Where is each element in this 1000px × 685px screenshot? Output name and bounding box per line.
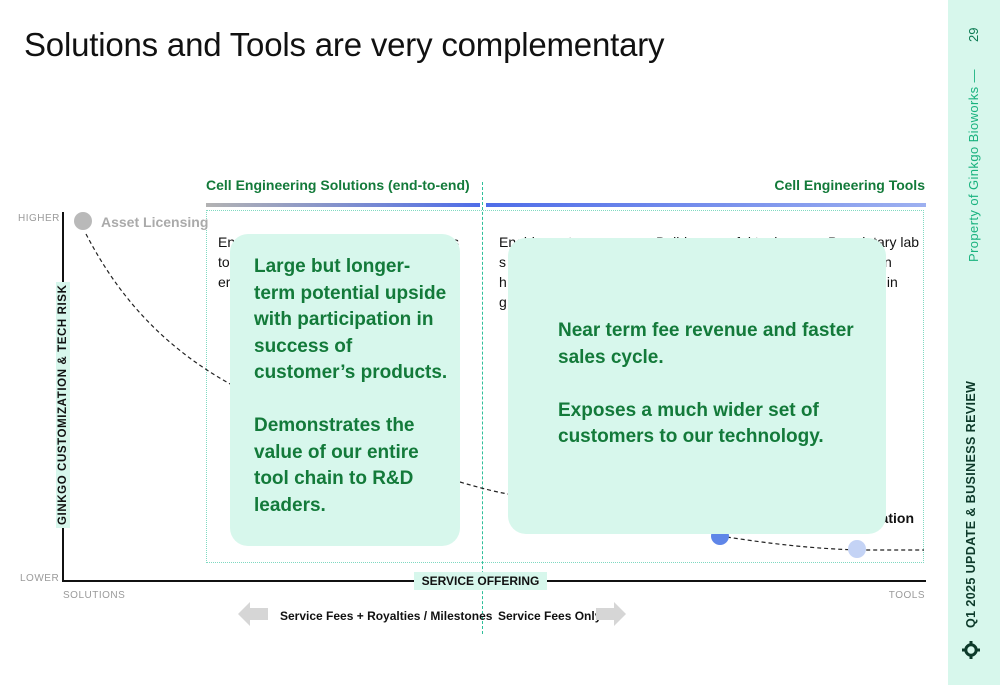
- tools-gradient-bar: [486, 203, 926, 207]
- solutions-callout-p1: Large but longer-term potential upside w…: [254, 256, 448, 383]
- solutions-axis-label: SOLUTIONS: [63, 590, 126, 601]
- chart-area-border: [206, 210, 924, 563]
- arrow-left-icon: [238, 602, 268, 626]
- tools-callout-p2: Exposes a much wider set of customers to…: [558, 399, 824, 448]
- solutions-header: Cell Engineering Solutions (end-to-end): [206, 177, 470, 193]
- tools-callout: Near term fee revenue and faster sales c…: [508, 238, 886, 534]
- sidebar-band: [948, 0, 1000, 685]
- service-fees-only-label: Service Fees Only: [498, 609, 602, 623]
- ginkgo-logo-icon: [962, 641, 980, 659]
- solutions-gradient-bar: [206, 203, 480, 207]
- solutions-callout: Large but longer-term potential upside w…: [230, 234, 460, 546]
- section-divider: [482, 182, 483, 634]
- solutions-callout-p2: Demonstrates the value of our entire too…: [254, 415, 419, 516]
- higher-label: HIGHER: [18, 213, 60, 224]
- y-axis-label: GINKGO CUSTOMIZATION & TECH RISK: [56, 281, 70, 528]
- asset-licensing-point: [74, 212, 92, 230]
- tools-callout-p1: Near term fee revenue and faster sales c…: [558, 320, 854, 368]
- arrow-right-icon: [596, 602, 626, 626]
- light-blue-point: [848, 540, 866, 558]
- tools-axis-label: TOOLS: [888, 590, 925, 601]
- tools-header: Cell Engineering Tools: [774, 177, 925, 193]
- asset-licensing-label: Asset Licensing: [101, 214, 209, 230]
- service-offering-label: SERVICE OFFERING: [414, 572, 547, 590]
- page-title: Solutions and Tools are very complementa…: [24, 26, 665, 63]
- lower-label: LOWER: [20, 573, 60, 584]
- service-fees-royalties-label: Service Fees + Royalties / Milestones: [280, 609, 493, 623]
